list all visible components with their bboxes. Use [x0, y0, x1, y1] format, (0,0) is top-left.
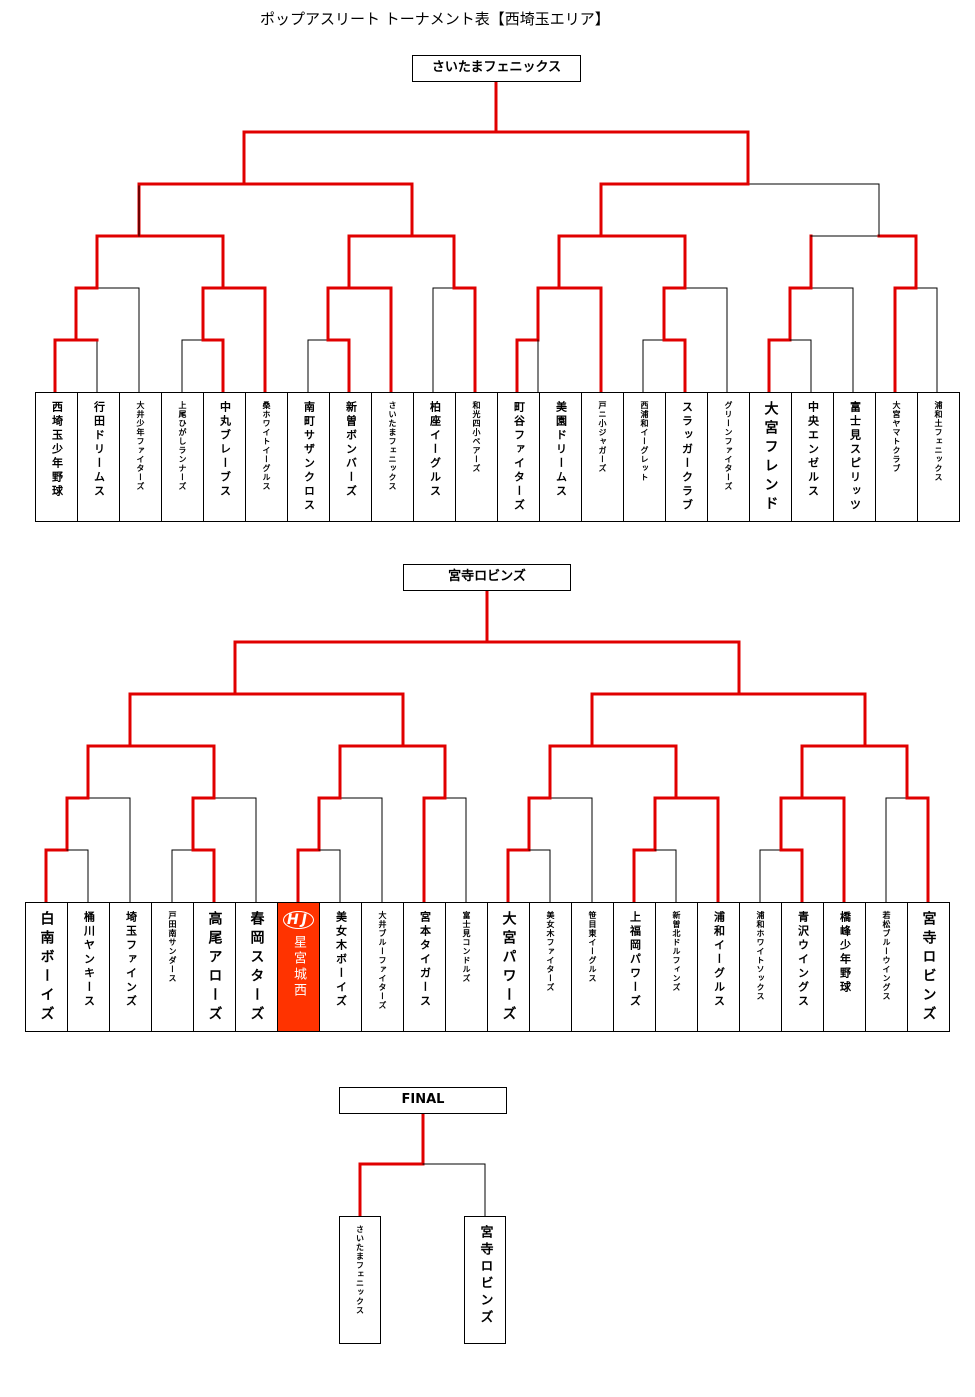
- team-cell: 美女木ボーイズ: [320, 903, 362, 1031]
- bracket1-teams: 西埼玉少年野球 行田ドリームス 大井少年ファイターズ 上尾ひがしランナーズ 中丸…: [35, 392, 960, 522]
- team-cell: 柏座イーグルス: [414, 393, 456, 521]
- team-cell: 和光四小ベアーズ: [456, 393, 498, 521]
- team-cell: 白南ボーイズ: [26, 903, 68, 1031]
- team-cell: 高尾アローズ: [194, 903, 236, 1031]
- team-cell: 埼玉ファインズ: [110, 903, 152, 1031]
- team-cell: 中丸ブレーブス: [204, 393, 246, 521]
- team-cell: 若松ブルーウイングス: [866, 903, 908, 1031]
- team-cell: 笹目東イーグルス: [572, 903, 614, 1031]
- bracket2-teams: 白南ボーイズ 桶川ヤンキース 埼玉ファインズ 戸田南サンダース 高尾アローズ 春…: [25, 902, 950, 1032]
- final-label: FINAL: [339, 1087, 507, 1114]
- team-cell: 西埼玉少年野球: [36, 393, 78, 521]
- page-title: ポップアスリート トーナメント表【西埼玉エリア】: [260, 10, 610, 28]
- team-cell: さいたまフェニックス: [372, 393, 414, 521]
- team-cell: 宮寺ロビンズ: [920, 911, 937, 1025]
- team-cell: 新曽ボンバーズ: [330, 393, 372, 521]
- team-emblem-icon: HJ: [283, 911, 314, 929]
- team-cell: グリーンファイターズ: [708, 393, 750, 521]
- final-team-1: さいたまフェニックス: [339, 1216, 381, 1344]
- team-cell: 富士見コンドルズ: [446, 903, 488, 1031]
- team-cell: 桶川ヤンキース: [68, 903, 110, 1031]
- team-cell: 大井ブルーファイターズ: [362, 903, 404, 1031]
- team-name: 星宮城西: [291, 935, 306, 999]
- team-cell: 浦和ホワイトソックス: [740, 903, 782, 1031]
- team-cell: 美女木ファイターズ: [530, 903, 572, 1031]
- team-cell: 大宮フレンド: [750, 393, 792, 521]
- team-cell: 美園ドリームス: [540, 393, 582, 521]
- team-cell: 町谷ファイターズ: [498, 393, 540, 521]
- team-cell: 橋峰少年野球: [824, 903, 866, 1031]
- bracket2-champion: 宮寺ロビンズ: [403, 564, 571, 591]
- team-cell: 戸田南サンダース: [152, 903, 194, 1031]
- team-cell: 大宮パワーズ: [488, 903, 530, 1031]
- team-cell: 上尾ひがしランナーズ: [162, 393, 204, 521]
- team-cell: 大井少年ファイターズ: [120, 393, 162, 521]
- team-cell: 新曽北ドルフィンズ: [656, 903, 698, 1031]
- team-cell: 行田ドリームス: [78, 393, 120, 521]
- team-cell-highlight: HJ 星宮城西: [278, 903, 320, 1031]
- final-team-2: 宮寺ロビンズ: [464, 1216, 506, 1344]
- team-cell: 上福岡パワーズ: [614, 903, 656, 1031]
- team-cell: 南町サザンクロス: [288, 393, 330, 521]
- team-cell: 富士見スピリッツ: [834, 393, 876, 521]
- team-cell: 西浦和イーグレット: [624, 393, 666, 521]
- team-cell: 宮本タイガース: [404, 903, 446, 1031]
- team-cell: 浦和土フェニックス: [934, 401, 943, 482]
- team-cell: 青沢ウイングス: [782, 903, 824, 1031]
- team-cell: 浦和イーグルス: [698, 903, 740, 1031]
- team-cell: 大宮ヤマトクラブ: [876, 393, 918, 521]
- team-cell: 中央エンゼルス: [792, 393, 834, 521]
- bracket1-champion: さいたまフェニックス: [412, 55, 581, 82]
- team-cell: スラッガークラブ: [666, 393, 708, 521]
- team-cell: 桑ホワイトイーグルス: [246, 393, 288, 521]
- team-cell: 戸ニ小ジャガーズ: [582, 393, 624, 521]
- team-cell: 春岡スターズ: [236, 903, 278, 1031]
